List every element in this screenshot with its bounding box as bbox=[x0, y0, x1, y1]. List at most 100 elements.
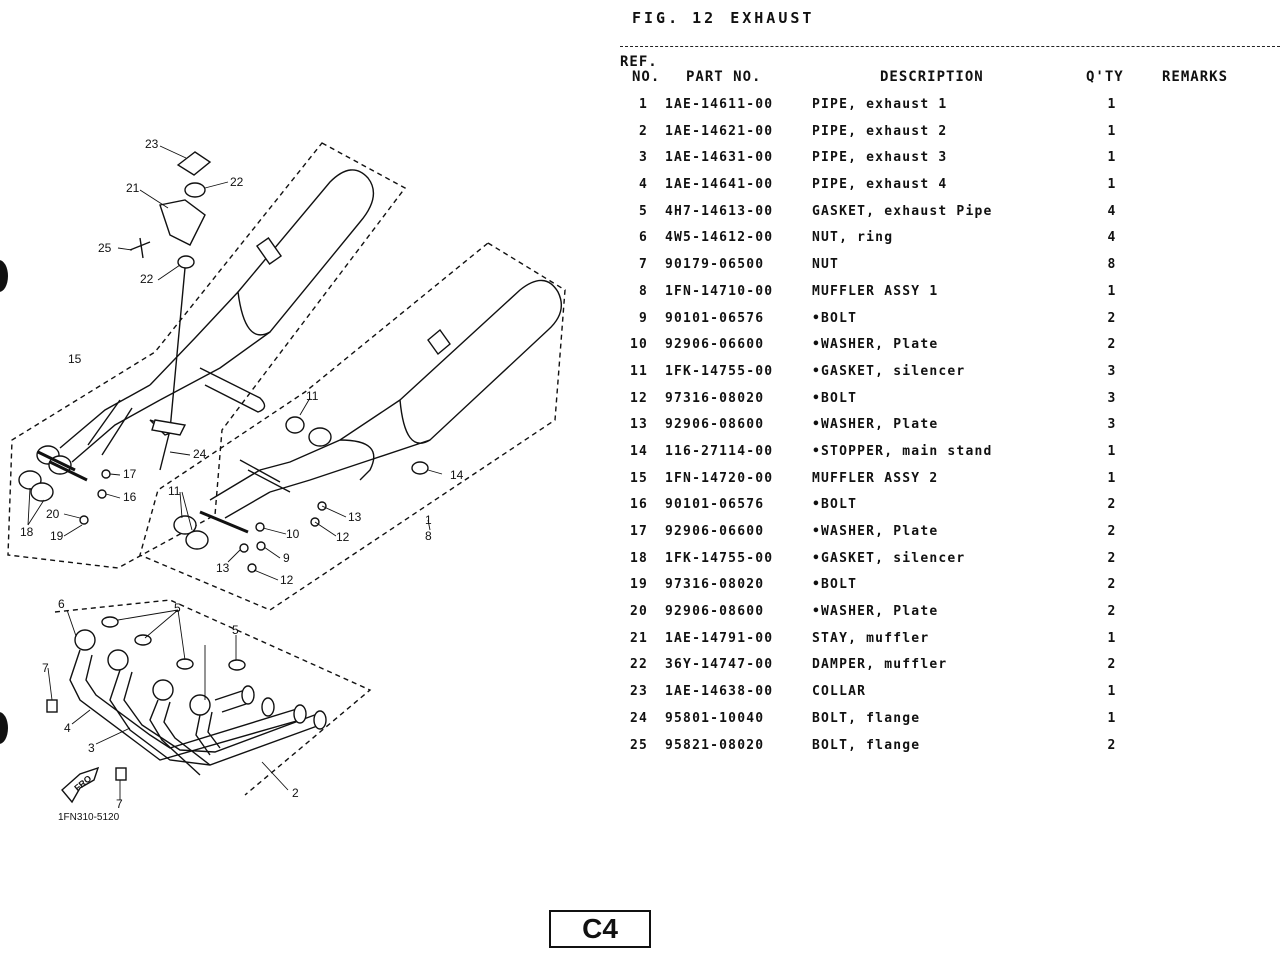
description-cell: STAY, muffler bbox=[812, 630, 930, 646]
callout-21: 21 bbox=[126, 181, 140, 195]
callout-20: 20 bbox=[46, 507, 60, 521]
part-no-cell: 92906-06600 bbox=[665, 337, 765, 353]
callout-13b: 13 bbox=[216, 561, 230, 575]
part-no-cell: 4W5-14612-00 bbox=[665, 230, 774, 246]
part-no-cell: 1AE-14631-00 bbox=[665, 150, 774, 166]
callout-1: 1 bbox=[425, 513, 432, 527]
table-header: REF. NO. PART NO. DESCRIPTION Q'TY REMAR… bbox=[620, 54, 1280, 90]
description-cell: PIPE, exhaust 4 bbox=[812, 177, 948, 193]
callout-14: 14 bbox=[450, 468, 464, 482]
description-cell: •BOLT bbox=[812, 577, 858, 593]
header-qty: Q'TY bbox=[1086, 69, 1124, 85]
part-no-cell: 92906-08600 bbox=[665, 604, 765, 620]
binder-hole-mark-top bbox=[0, 260, 8, 292]
part-no-cell: 1AE-14791-00 bbox=[665, 630, 774, 646]
ref-cell: 16 bbox=[629, 497, 648, 513]
ref-cell: 22 bbox=[629, 657, 648, 673]
part-no-cell: 1AE-14621-00 bbox=[665, 123, 774, 139]
part-no-cell: 1AE-14638-00 bbox=[665, 684, 774, 700]
part-no-cell: 97316-08020 bbox=[665, 390, 765, 406]
header-remarks: REMARKS bbox=[1162, 69, 1229, 85]
qty-cell: 1 bbox=[1107, 710, 1117, 726]
description-cell: •GASKET, silencer bbox=[812, 550, 966, 566]
qty-cell: 1 bbox=[1107, 123, 1117, 139]
part-no-cell: 1AE-14641-00 bbox=[665, 177, 774, 193]
callout-18: 18 bbox=[20, 525, 34, 539]
header-leader-dashed bbox=[54, 599, 372, 796]
part-no-cell: 4H7-14613-00 bbox=[665, 203, 774, 219]
part-no-cell: 92906-08600 bbox=[665, 417, 765, 433]
part-no-cell: 36Y-14747-00 bbox=[665, 657, 774, 673]
callout-11b: 11 bbox=[168, 484, 181, 498]
description-cell: BOLT, flange bbox=[812, 737, 921, 753]
description-cell: NUT, ring bbox=[812, 230, 894, 246]
callout-5b: 5 bbox=[232, 623, 239, 637]
ref-cell: 21 bbox=[629, 630, 648, 646]
page-badge: C4 bbox=[549, 910, 651, 948]
ref-cell: 10 bbox=[629, 337, 648, 353]
qty-cell: 2 bbox=[1107, 550, 1117, 566]
ref-cell: 7 bbox=[638, 257, 648, 273]
part-no-cell: 92906-06600 bbox=[665, 524, 765, 539]
callout-9: 9 bbox=[283, 551, 290, 565]
description-cell: •BOLT bbox=[812, 390, 858, 406]
ref-cell: 14 bbox=[629, 443, 648, 459]
diagram-code: 1FN310-5120 bbox=[58, 812, 120, 823]
callout-7a: 7 bbox=[42, 661, 49, 675]
callout-2: 2 bbox=[292, 786, 299, 800]
qty-cell: 4 bbox=[1107, 203, 1117, 219]
qty-cell: 2 bbox=[1107, 337, 1117, 353]
qty-cell: 1 bbox=[1107, 443, 1117, 459]
qty-cell: 2 bbox=[1107, 657, 1117, 673]
qty-cell: 1 bbox=[1107, 470, 1117, 486]
exhaust-exploded-diagram: 23 22 21 25 22 15 24 17 16 20 19 18 11 1… bbox=[7, 137, 566, 823]
qty-cell: 3 bbox=[1107, 363, 1117, 379]
qty-cell: 1 bbox=[1107, 684, 1117, 700]
callout-8: 8 bbox=[425, 529, 432, 543]
description-cell: PIPE, exhaust 1 bbox=[812, 97, 948, 112]
binder-hole-mark-bottom bbox=[0, 712, 8, 744]
qty-cell: 1 bbox=[1107, 177, 1117, 193]
header-part-no: PART NO. bbox=[686, 69, 762, 85]
part-no-cell: 90179-06500 bbox=[665, 257, 765, 273]
ref-cell: 23 bbox=[629, 684, 648, 700]
muffler-1-drawing bbox=[173, 279, 562, 550]
description-cell: •GASKET, silencer bbox=[812, 363, 966, 379]
part-no-cell: 95821-08020 bbox=[665, 737, 765, 753]
ref-cell: 11 bbox=[629, 363, 648, 379]
description-cell: •BOLT bbox=[812, 310, 858, 326]
ref-cell: 17 bbox=[629, 524, 648, 539]
header-ref-top: REF. bbox=[620, 54, 658, 70]
description-cell: NUT bbox=[812, 257, 840, 273]
ref-cell: 8 bbox=[638, 283, 648, 299]
qty-cell: 1 bbox=[1107, 630, 1117, 646]
part-no-cell: 1FN-14710-00 bbox=[665, 283, 774, 299]
description-cell: MUFFLER ASSY 2 bbox=[812, 470, 939, 486]
callout-22a: 22 bbox=[230, 175, 244, 189]
callout-12a: 12 bbox=[336, 530, 350, 544]
description-cell: COLLAR bbox=[812, 684, 867, 700]
table-row: 21 1AE-14791-00 STAY, muffler 1 bbox=[620, 627, 1280, 654]
header-rule bbox=[620, 46, 1280, 47]
qty-cell: 2 bbox=[1107, 497, 1117, 513]
part-no-cell: 1AE-14611-00 bbox=[665, 97, 774, 112]
qty-cell: 3 bbox=[1107, 417, 1117, 433]
figure-label: FIG. 12 bbox=[632, 9, 717, 27]
muffler-stay-drawing bbox=[129, 151, 212, 471]
description-cell: PIPE, exhaust 3 bbox=[812, 150, 948, 166]
callout-3: 3 bbox=[88, 741, 95, 755]
callout-11a: 11 bbox=[306, 389, 319, 403]
header-ref-no: NO. bbox=[632, 69, 661, 85]
